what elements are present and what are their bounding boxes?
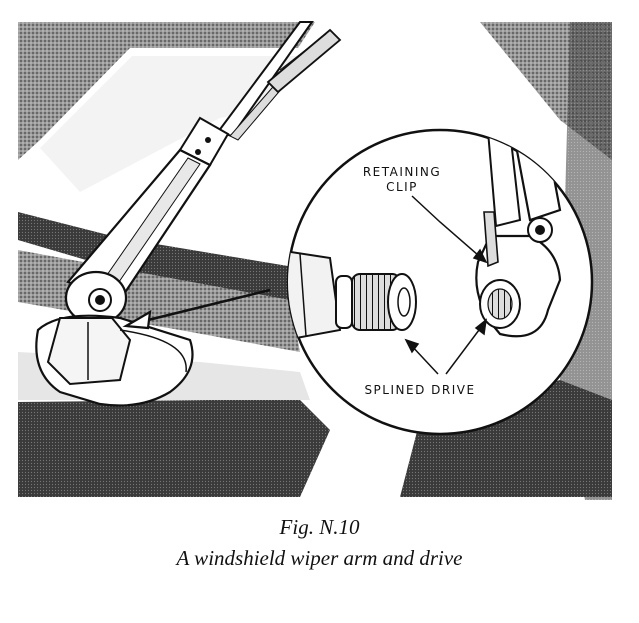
spindle-detail bbox=[288, 248, 417, 342]
retaining-clip bbox=[483, 211, 499, 268]
leader-lines bbox=[404, 195, 488, 375]
spindle-housing bbox=[35, 314, 194, 407]
retaining-clip-label-line1: RETAINING bbox=[362, 165, 442, 179]
figure-number: Fig. N.10 bbox=[279, 515, 360, 539]
retaining-clip-label: RETAINING CLIP bbox=[347, 165, 457, 195]
splined-drive-label: SPLINED DRIVE bbox=[364, 383, 476, 397]
detail-inset bbox=[286, 128, 594, 436]
figure-title: A windshield wiper arm and drive bbox=[176, 546, 463, 570]
arm-head-detail bbox=[475, 130, 562, 338]
retaining-clip-label-line2: CLIP bbox=[386, 180, 418, 194]
pointer-arrow bbox=[122, 288, 271, 330]
wiper-arm bbox=[64, 21, 342, 326]
figure-caption: Fig. N.10 A windshield wiper arm and dri… bbox=[0, 512, 639, 574]
